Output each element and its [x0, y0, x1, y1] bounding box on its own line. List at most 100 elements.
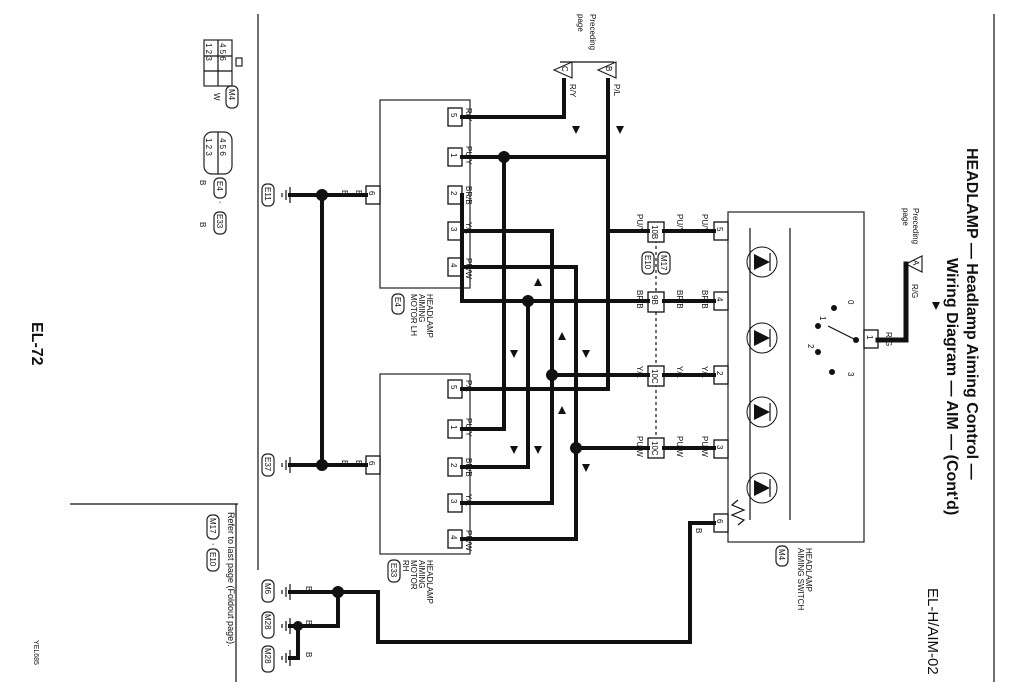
connector-e4-face: 1 2 3 4 5 6 — [203, 131, 233, 175]
svg-text:PU/W: PU/W — [464, 530, 473, 551]
svg-text:P/L: P/L — [464, 380, 473, 393]
m6-badge — [261, 579, 275, 603]
preceding-page-right: Preceding — [911, 208, 920, 244]
ground-e11-label: E11 — [263, 187, 272, 201]
svg-text:R/G: R/G — [910, 284, 919, 298]
svg-text:P/L: P/L — [612, 84, 621, 97]
svg-text:10C: 10C — [650, 441, 659, 456]
svg-text:10C: 10C — [650, 369, 659, 384]
diagram-code: EL-H/AIM-02 — [924, 588, 941, 675]
svg-text:10B: 10B — [650, 225, 659, 239]
svg-text:R/Y: R/Y — [464, 108, 473, 122]
m17-ref-label: M17 — [208, 518, 217, 534]
diagram-title-line2: Wiring Diagram — AIM — (Cont'd) — [943, 258, 960, 515]
svg-text:Y/L: Y/L — [464, 222, 473, 235]
svg-text:PU/Y: PU/Y — [464, 146, 473, 165]
triangle-b — [596, 61, 617, 79]
triangle-a-label: A — [911, 260, 920, 266]
motor-lh-pins: 5 1 2 3 4 6 — [365, 107, 463, 277]
wires — [288, 78, 909, 660]
m4-badge — [225, 85, 239, 109]
joint-m17-label: M17 — [659, 255, 668, 271]
svg-text:PU/Y: PU/Y — [464, 418, 473, 437]
joint-m17-badge — [657, 251, 671, 275]
e10-ref-label: E10 — [208, 552, 217, 567]
svg-text:3: 3 — [715, 445, 724, 450]
joint-e10-label: E10 — [643, 255, 652, 270]
ground-m28b-label: M28 — [263, 648, 272, 664]
motor-rh-conn: E33 — [389, 563, 398, 578]
m4-face-color: W — [212, 93, 221, 101]
svg-text:3: 3 — [449, 499, 458, 504]
svg-text:Y/L: Y/L — [464, 494, 473, 507]
motor-rh-label3: MOTOR — [409, 560, 418, 590]
svg-text:5: 5 — [449, 385, 458, 390]
motor-lh-conn: E4 — [393, 297, 402, 307]
switch-label2: AIMING SWITCH — [796, 548, 805, 610]
selector-pos-0: 0 — [846, 300, 855, 305]
svg-text:1: 1 — [865, 335, 874, 340]
selector-pos-3: 3 — [846, 372, 855, 377]
motor-lh-label1: HEADLAMP — [425, 294, 434, 338]
image-code: YEL685 — [32, 640, 39, 665]
e4-face-sep: , — [218, 201, 227, 203]
svg-text:1: 1 — [449, 153, 458, 158]
svg-text:3: 3 — [449, 227, 458, 232]
comma-label: , — [211, 543, 220, 545]
switch-leds — [730, 228, 791, 526]
svg-text:R/Y: R/Y — [568, 84, 577, 98]
preceding-page-top: Preceding — [588, 14, 597, 50]
svg-text:BR/B: BR/B — [700, 290, 709, 309]
preceding-page-right-page: page — [901, 208, 910, 226]
svg-text:Y/L: Y/L — [635, 366, 644, 379]
m28a-badge — [261, 611, 275, 639]
svg-text:B: B — [354, 460, 363, 465]
triangle-c — [552, 61, 573, 79]
e37-badge — [261, 453, 275, 477]
direction-arrows — [510, 126, 940, 472]
svg-text:1: 1 — [449, 425, 458, 430]
svg-text:9B: 9B — [650, 295, 659, 305]
svg-text:BR/B: BR/B — [675, 290, 684, 309]
e4-face-color: B — [198, 180, 207, 185]
switch-label1: HEADLAMP — [804, 548, 813, 592]
svg-text:PU/Y: PU/Y — [635, 214, 644, 233]
switch-pins: 5 4 2 3 6 1 — [713, 221, 879, 533]
svg-text:4: 4 — [449, 535, 458, 540]
svg-text:BR/B: BR/B — [464, 458, 473, 477]
svg-text:Y/L: Y/L — [700, 366, 709, 379]
junction-dots — [293, 151, 582, 631]
motor-rh-label4: RH — [401, 560, 410, 572]
svg-text:4: 4 — [449, 263, 458, 268]
svg-text:PU/W: PU/W — [635, 436, 644, 457]
e10-ref-badge — [206, 548, 220, 572]
ground-e37-label: E37 — [263, 457, 272, 472]
motor-lh-label2: AIMING — [417, 294, 426, 322]
m28b-badge — [261, 645, 275, 673]
page-number: EL-72 — [28, 322, 45, 366]
triangle-c-label: C — [560, 66, 569, 72]
svg-text:5: 5 — [449, 113, 458, 118]
e4-badge — [391, 293, 405, 315]
aiming-switch-body — [727, 211, 865, 543]
svg-text:4: 4 — [715, 297, 724, 302]
svg-text:2: 2 — [449, 191, 458, 196]
triangle-a — [904, 255, 923, 273]
svg-text:PU/W: PU/W — [700, 436, 709, 457]
svg-text:PU/Y: PU/Y — [675, 214, 684, 233]
preceding-page-top-page: page — [576, 14, 585, 32]
e4-face-label: E4 — [215, 181, 224, 191]
motor-rh-pins: 5 1 2 3 4 6 — [365, 379, 463, 549]
svg-text:B: B — [354, 190, 363, 195]
joint-e10-badge — [641, 251, 655, 275]
motor-lh-label3: MOTOR LH — [409, 294, 418, 336]
svg-text:5: 5 — [715, 227, 724, 232]
svg-text:B: B — [304, 620, 313, 625]
refer-note: Refer to last page (Foldout page). — [226, 512, 236, 647]
motor-rh-label1: HEADLAMP — [425, 560, 434, 604]
e33-face-color: B — [198, 222, 207, 227]
svg-text:2: 2 — [715, 371, 724, 376]
diagram-title-line1: HEADLAMP — Headlamp Aiming Control — — [963, 148, 980, 480]
e33-badge — [387, 559, 401, 583]
motor-rh-label2: AIMING — [417, 560, 426, 588]
